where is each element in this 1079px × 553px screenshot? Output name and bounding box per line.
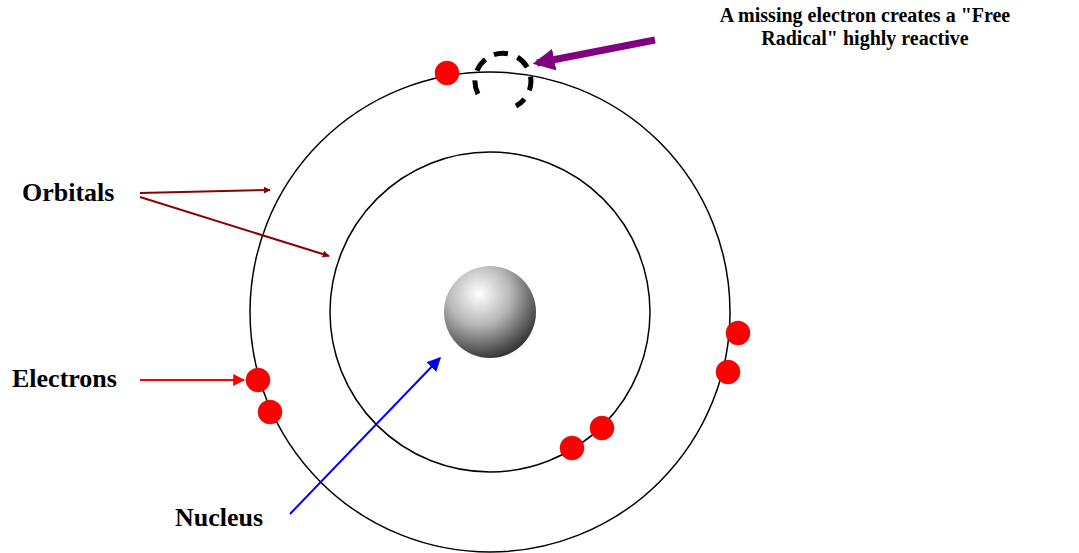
part-label: Electrons — [12, 364, 117, 394]
callout-arrow — [537, 40, 655, 63]
electron — [246, 368, 270, 392]
missing-electron-gap — [475, 53, 531, 106]
part-label: Orbitals — [22, 178, 114, 208]
nucleus — [444, 266, 536, 358]
electron — [258, 400, 282, 424]
electrons — [246, 61, 750, 460]
leader-line — [290, 358, 440, 514]
part-label: Nucleus — [175, 503, 263, 533]
electron — [590, 416, 614, 440]
callout-note: A missing electron creates a "Free Radic… — [700, 4, 1030, 50]
outer-orbital — [250, 72, 730, 552]
electron — [560, 436, 584, 460]
leader-line — [140, 197, 329, 256]
electron — [435, 61, 459, 85]
electron — [726, 321, 750, 345]
leader-line — [140, 190, 270, 193]
electron — [716, 360, 740, 384]
inner-orbital — [330, 152, 650, 472]
leader-line — [140, 379, 244, 381]
